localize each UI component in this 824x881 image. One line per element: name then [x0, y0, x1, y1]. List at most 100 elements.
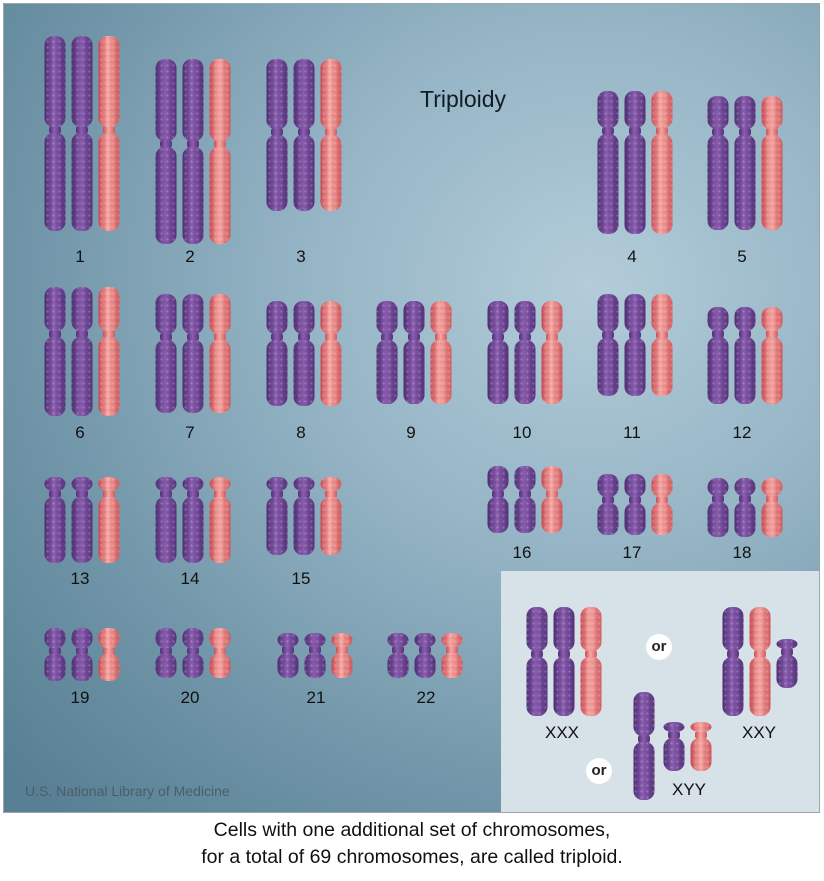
- label-chr-7: 7: [185, 423, 195, 442]
- x-chromosome-xyy: [633, 692, 655, 800]
- x-chromosome-xxx-3: [580, 607, 602, 716]
- chromosome-17-a: [597, 474, 619, 535]
- label-chr-13: 13: [70, 569, 90, 588]
- chromosome-4-c: [651, 91, 673, 234]
- chromosome-10-a: [487, 301, 509, 404]
- label-chr-11: 11: [623, 423, 641, 442]
- chromosome-21-c: [331, 633, 353, 678]
- chromosome-22-c: [441, 633, 463, 678]
- or-badge-2: or: [586, 758, 612, 784]
- chromosome-4-b: [624, 91, 646, 234]
- x-chromosome-xxy-2: [749, 607, 771, 716]
- chromosome-22-b: [414, 633, 436, 678]
- label-chr-20: 20: [180, 688, 200, 707]
- chromosome-18-c: [761, 478, 783, 537]
- chromosome-2-b: [182, 59, 204, 244]
- chromosome-drawing: [44, 36, 798, 800]
- y-chromosome-xyy-2: [690, 722, 712, 771]
- chromosome-17-c: [651, 474, 673, 535]
- label-chr-2: 2: [185, 247, 195, 266]
- label-chr-5: 5: [737, 247, 747, 266]
- label-chr-18: 18: [732, 543, 752, 562]
- chromosome-1-b: [71, 36, 93, 231]
- label-chr-12: 12: [732, 423, 752, 442]
- or-badge-1: or: [646, 634, 672, 660]
- chromosome-1-c: [98, 36, 120, 231]
- credit-text: U.S. National Library of Medicine: [25, 783, 230, 799]
- chromosome-14-c: [209, 477, 231, 563]
- label-chr-4: 4: [627, 247, 637, 266]
- chromosome-21-b: [304, 633, 326, 678]
- chromosome-13-b: [71, 477, 93, 563]
- chromosome-3-c: [320, 59, 342, 211]
- chromosome-7-c: [209, 294, 231, 413]
- label-chr-21: 21: [306, 688, 326, 707]
- chromosome-5-a: [707, 96, 729, 230]
- chromosome-18-b: [734, 478, 756, 537]
- chromosome-5-c: [761, 96, 783, 230]
- chromosome-14-b: [182, 477, 204, 563]
- chromosome-15-a: [266, 477, 288, 555]
- chromosome-9-b: [403, 301, 425, 404]
- chromosome-22-a: [387, 633, 409, 678]
- chromosome-8-a: [266, 301, 288, 406]
- label-chr-19: 19: [70, 688, 90, 707]
- chromosome-21-a: [277, 633, 299, 678]
- chromosome-12-c: [761, 307, 783, 404]
- caption-line-1: Cells with one additional set of chromos…: [213, 819, 611, 841]
- chromosome-20-a: [155, 628, 177, 678]
- chromosome-4-a: [597, 91, 619, 234]
- chromosome-12-b: [734, 307, 756, 404]
- chromosome-13-a: [44, 477, 66, 563]
- label-xxx: XXX: [544, 723, 580, 742]
- chromosome-19-c: [98, 628, 120, 681]
- x-chromosome-xxx-2: [553, 607, 575, 716]
- label-chr-14: 14: [180, 569, 200, 588]
- karyotype-figure: Triploidy 1 2 3 4 5 6 7 8 9 10 11 12 13 …: [3, 3, 820, 813]
- label-chr-22: 22: [416, 688, 436, 707]
- chromosome-9-c: [430, 301, 452, 404]
- label-chr-15: 15: [291, 569, 311, 588]
- chromosome-6-c: [98, 287, 120, 416]
- chromosome-19-a: [44, 628, 66, 681]
- chromosome-5-b: [734, 96, 756, 230]
- figure-title: Triploidy: [420, 86, 507, 112]
- chromosome-11-b: [624, 294, 646, 396]
- chromosome-16-a: [487, 466, 509, 533]
- chromosome-13-c: [98, 477, 120, 563]
- chromosome-3-b: [293, 59, 315, 211]
- chromosome-17-b: [624, 474, 646, 535]
- figure-caption: Cells with one additional set of chromos…: [0, 817, 824, 871]
- caption-line-2: for a total of 69 chromosomes, are calle…: [201, 846, 623, 868]
- chromosome-15-c: [320, 477, 342, 555]
- chromosome-6-b: [71, 287, 93, 416]
- chromosome-12-a: [707, 307, 729, 404]
- label-xyy: XYY: [671, 780, 707, 799]
- x-chromosome-xxx-1: [526, 607, 548, 716]
- chromosome-11-c: [651, 294, 673, 396]
- chromosome-16-c: [541, 466, 563, 533]
- chromosome-6-a: [44, 287, 66, 416]
- chromosome-1-a: [44, 36, 66, 231]
- chromosome-3-a: [266, 59, 288, 211]
- chromosome-10-c: [541, 301, 563, 404]
- chromosome-10-b: [514, 301, 536, 404]
- chromosome-20-b: [182, 628, 204, 678]
- chromosome-18-a: [707, 478, 729, 537]
- chromosome-8-c: [320, 301, 342, 406]
- chromosome-19-b: [71, 628, 93, 681]
- chromosome-7-a: [155, 294, 177, 413]
- chromosome-9-a: [376, 301, 398, 404]
- y-chromosome-xxy: [776, 639, 798, 688]
- label-chr-6: 6: [75, 423, 85, 442]
- chromosome-2-c: [209, 59, 231, 244]
- label-chr-1: 1: [75, 247, 85, 266]
- label-chr-9: 9: [406, 423, 416, 442]
- chromosome-8-b: [293, 301, 315, 406]
- label-chr-10: 10: [512, 423, 532, 442]
- y-chromosome-xyy-1: [663, 722, 685, 771]
- label-xxy: XXY: [741, 723, 777, 742]
- chromosome-2-a: [155, 59, 177, 244]
- chromosome-16-b: [514, 466, 536, 533]
- chromosome-14-a: [155, 477, 177, 563]
